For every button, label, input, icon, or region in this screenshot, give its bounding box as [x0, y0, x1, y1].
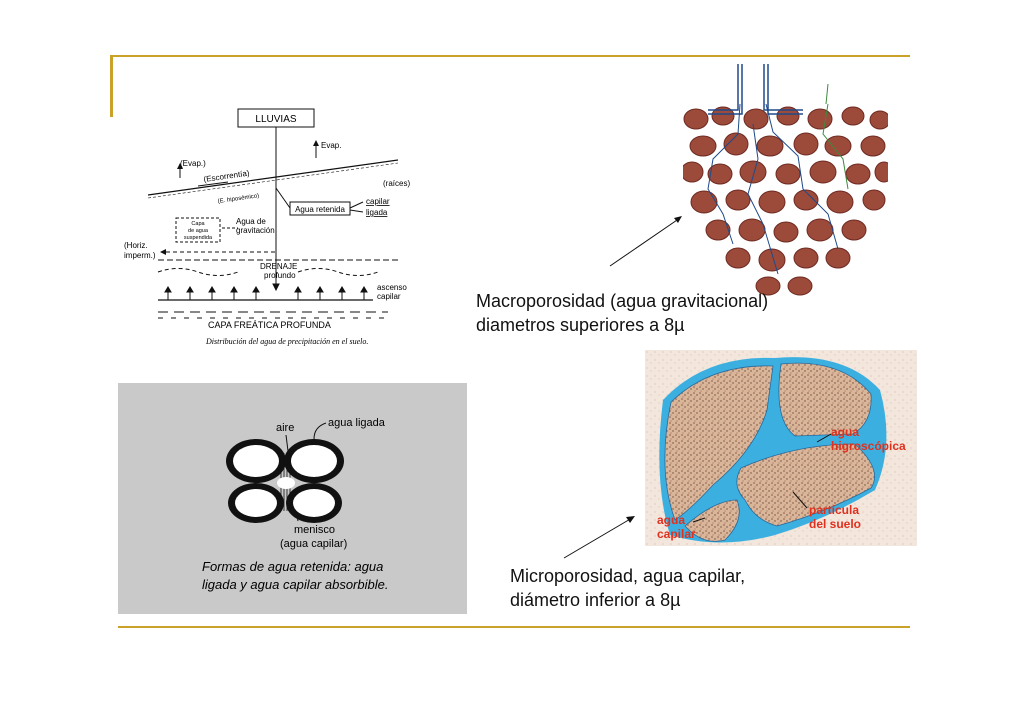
- capa-agua-label-2: de agua: [188, 228, 209, 234]
- horiz-label-1: (Horiz.: [124, 241, 148, 250]
- agua-higroscopica-label-1: agua: [831, 425, 859, 439]
- raices-label: (raíces): [383, 179, 410, 188]
- drenaje-label-1: DRENAJE: [260, 262, 297, 271]
- micro-caption-line1: Microporosidad, agua capilar,: [510, 566, 746, 586]
- particula-label-1: partícula: [809, 503, 859, 517]
- capa-freatica-label: CAPA FREÁTICA PROFUNDA: [208, 320, 331, 330]
- capa-agua-label-1: Capa: [191, 221, 205, 227]
- micro-caption-line2: diámetro inferior a 8µ: [510, 590, 681, 610]
- evap-right-label: Evap.: [321, 141, 341, 150]
- agua-retenida-label: Agua retenida: [295, 205, 345, 214]
- capilar-label: capilar: [366, 197, 390, 206]
- micro-pointer-arrow: [563, 516, 635, 559]
- distribution-caption: Distribución del agua de precipitación e…: [205, 337, 368, 346]
- capa-agua-label-3: suspendida: [184, 235, 213, 241]
- frame-left-line: [110, 55, 113, 117]
- macro-caption-line1: Macroporosidad (agua gravitacional): [476, 291, 769, 311]
- menisco-label: menisco: [294, 524, 335, 536]
- micro-caption: Microporosidad, agua capilar, diámetro i…: [510, 564, 745, 612]
- evap-left-label: (Evap.): [180, 159, 206, 168]
- aire-label: aire: [276, 422, 294, 434]
- frame-bottom-line: [118, 626, 910, 628]
- retained-caption-line2: ligada y agua capilar absorbible.: [202, 577, 388, 592]
- agua-higroscopica-label-2: higroscópica: [831, 439, 906, 453]
- agua-capilar-label-2: capilar: [657, 527, 696, 541]
- ascenso-label-1: ascenso: [377, 283, 407, 292]
- drenaje-label-2: profundo: [264, 271, 296, 280]
- hiposemico-label: (E. hiposémico): [217, 193, 259, 205]
- lluvias-label: LLUVIAS: [255, 114, 296, 125]
- horiz-label-2: imperm.): [124, 251, 156, 260]
- macro-pointer-arrow: [609, 216, 682, 267]
- macroporosity-soil-image: [678, 64, 893, 299]
- particula-label-2: del suelo: [809, 517, 861, 531]
- soil-water-distribution-diagram: LLUVIAS Evap. (Evap.) (Escorrentía) (E. …: [124, 108, 410, 346]
- retained-water-diagram: aire agua ligada menisco (agua capilar) …: [202, 417, 388, 592]
- retained-caption-line1: Formas de agua retenida: agua: [202, 559, 383, 574]
- macro-caption-line2: diametros superiores a 8µ: [476, 315, 685, 335]
- agua-gravitacion-label-1: Agua de: [236, 217, 266, 226]
- ligada-label: ligada: [366, 208, 388, 217]
- agua-ligada-label: agua ligada: [328, 417, 386, 429]
- agua-gravitacion-label-2: gravitación: [236, 226, 275, 235]
- agua-capilar-paren-label: (agua capilar): [280, 538, 347, 550]
- frame-top-line: [110, 55, 910, 57]
- ascenso-label-2: capilar: [377, 292, 401, 301]
- macro-caption: Macroporosidad (agua gravitacional) diam…: [476, 289, 768, 337]
- microporosity-diagram: agua higroscópica partícula del suelo ag…: [645, 350, 917, 546]
- agua-capilar-label-1: agua: [657, 513, 685, 527]
